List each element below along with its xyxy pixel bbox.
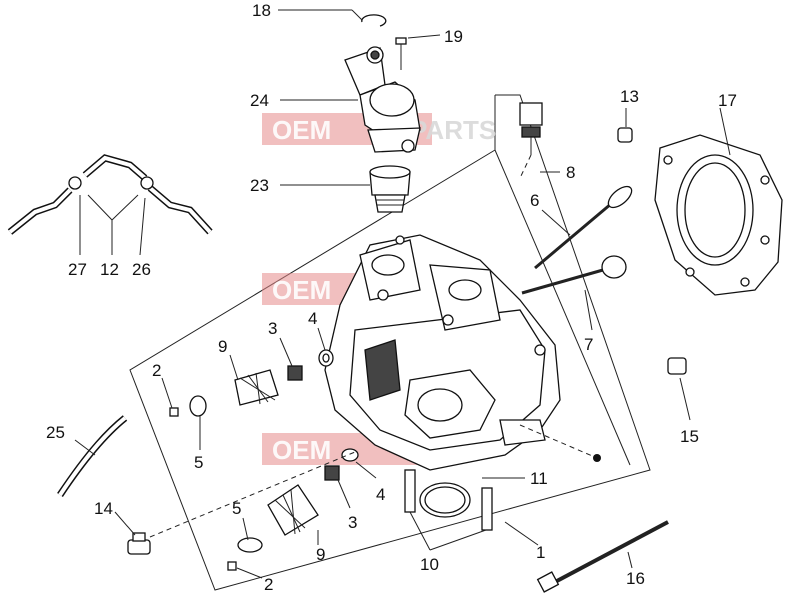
lower-valve-spring	[267, 484, 319, 536]
lower-valve-cotter	[227, 561, 237, 571]
callout-4-upper: 4	[308, 309, 317, 328]
plug-13	[617, 127, 633, 143]
circlip	[361, 14, 387, 27]
callout-23: 23	[250, 176, 269, 195]
callout-10: 10	[420, 555, 439, 574]
thermostat	[369, 165, 411, 213]
thermostat-housing	[344, 46, 421, 153]
callout-9-lower: 9	[316, 545, 325, 564]
callout-19: 19	[444, 27, 463, 46]
upper-washer	[318, 349, 334, 367]
head-bolt	[536, 520, 669, 593]
lower-spring-retainer	[237, 537, 263, 553]
callout-18: 18	[252, 1, 271, 20]
temperature-sensor	[519, 102, 543, 155]
callout-3-lower: 3	[348, 513, 357, 532]
assembly-dash-lower	[149, 451, 356, 538]
callout-5-upper: 5	[194, 453, 203, 472]
callout-4-lower: 4	[376, 485, 385, 504]
callout-1: 1	[536, 543, 545, 562]
callout-7: 7	[584, 335, 593, 354]
intake-valve	[521, 255, 627, 295]
callout-5-lower: 5	[232, 499, 241, 518]
dash-endpoint	[593, 454, 601, 462]
callout-9-upper: 9	[218, 337, 227, 356]
callout-2-lower: 2	[264, 575, 273, 594]
upper-valve-spring	[234, 369, 279, 406]
cylinder-head	[324, 234, 561, 471]
callout-15: 15	[680, 427, 699, 446]
callout-13: 13	[620, 87, 639, 106]
callout-2-upper: 2	[152, 361, 161, 380]
upper-valve-seal	[287, 365, 303, 381]
callout-3-upper: 3	[268, 319, 277, 338]
upper-spring-retainer	[189, 395, 207, 417]
callout-17: 17	[718, 91, 737, 110]
callout-14: 14	[94, 499, 113, 518]
callout-26: 26	[132, 260, 151, 279]
water-hose-assembly	[7, 154, 213, 235]
svg-text:OEM: OEM	[272, 275, 331, 305]
dowel-15	[667, 357, 687, 375]
plug-14	[127, 532, 151, 555]
exhaust-valve	[534, 185, 633, 270]
callout-24: 24	[250, 91, 269, 110]
callout-8: 8	[566, 163, 575, 182]
lower-washer	[341, 448, 359, 462]
screw-19	[395, 37, 407, 70]
callout-16: 16	[626, 569, 645, 588]
svg-text:OEM: OEM	[272, 115, 331, 145]
upper-valve-cotter	[169, 407, 179, 417]
assembly-dash-right	[519, 424, 598, 459]
callout-27: 27	[68, 260, 87, 279]
svg-text:PARTS: PARTS	[410, 115, 496, 145]
callout-11: 11	[530, 469, 548, 488]
lower-valve-seal	[324, 465, 340, 481]
head-gasket	[654, 134, 783, 296]
callout-12: 12	[100, 260, 119, 279]
callout-6: 6	[530, 191, 539, 210]
assembly-frame-inner	[494, 149, 631, 466]
svg-text:OEM: OEM	[272, 435, 331, 465]
sensor-dash	[519, 154, 532, 179]
callout-25: 25	[46, 423, 65, 442]
